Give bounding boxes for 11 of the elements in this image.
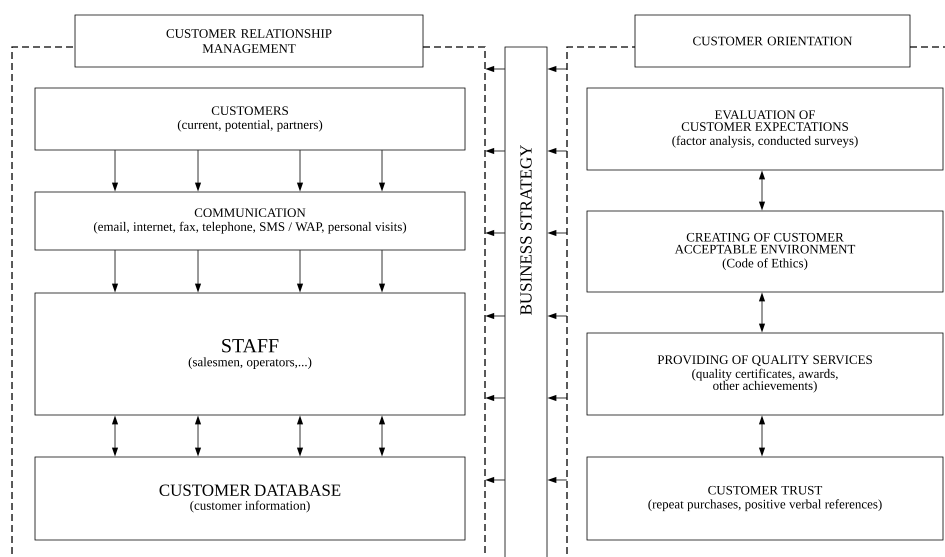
strategy-bar: BUSINESS STRATEGY xyxy=(504,46,548,557)
process-box: COMMUNICATION (email, internet, fax, telephone, SMS / WAP, personal visits) xyxy=(34,192,466,250)
process-box: PROVIDING OF QUALITY SERVICES (quality certificates, awards, other achievements) xyxy=(586,332,944,416)
process-box: CUSTOMERS (current, potential, partners) xyxy=(34,88,466,150)
process-box: STAFF (salesmen, operators,...) xyxy=(34,292,466,416)
process-box: EVALUATION OF CUSTOMER EXPECTATIONS (factor analysis, conducted surveys) xyxy=(586,88,944,170)
process-box: CREATING OF CUSTOMER ACCEPTABLE ENVIRONMENT (Code of Ethics) xyxy=(586,210,944,292)
process-box: CUSTOMER DATABASE (customer information) xyxy=(34,456,466,540)
process-box: CUSTOMER TRUST (repeat purchases, positive verbal references) xyxy=(586,456,944,540)
heading-box: CUSTOMER RELATIONSHIP MANAGEMENT xyxy=(74,14,424,68)
heading-box: CUSTOMER ORIENTATION xyxy=(634,14,910,68)
